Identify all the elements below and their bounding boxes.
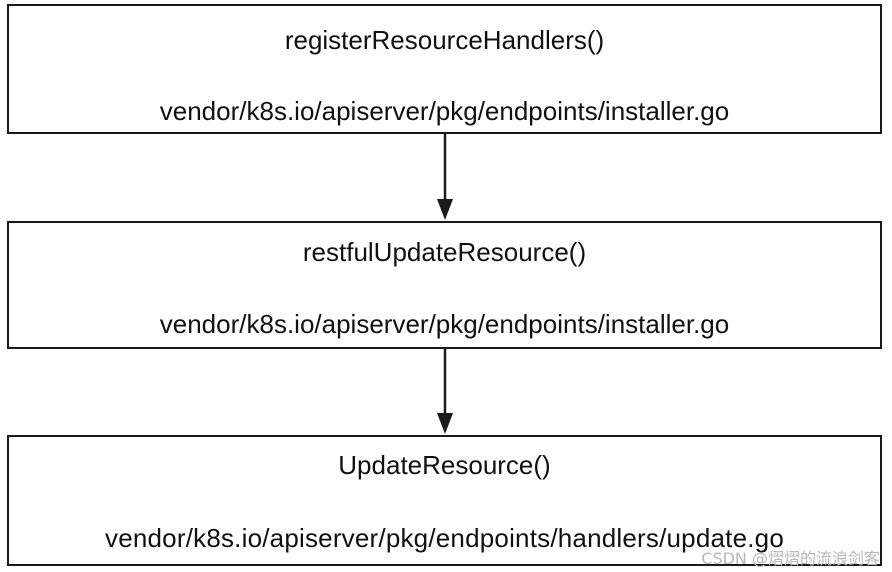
watermark: CSDN @熠熠的流浪剑客 [701,549,880,568]
arrow-1-to-2 [437,134,453,220]
node-function-name: restfulUpdateResource() [302,237,587,267]
flow-node-update-resource: UpdateResource() vendor/k8s.io/apiserver… [7,435,882,566]
flow-node-register-resource-handlers: registerResourceHandlers() vendor/k8s.io… [7,4,882,134]
node-function-name: UpdateResource() [338,450,551,480]
node-function-name: registerResourceHandlers() [284,25,605,55]
node-file-path: vendor/k8s.io/apiserver/pkg/endpoints/in… [159,96,730,126]
node-file-path: vendor/k8s.io/apiserver/pkg/endpoints/ha… [105,523,784,553]
arrow-2-to-3 [437,349,453,434]
flow-node-restful-update-resource: restfulUpdateResource() vendor/k8s.io/ap… [7,221,882,349]
node-file-path: vendor/k8s.io/apiserver/pkg/endpoints/in… [159,309,730,339]
